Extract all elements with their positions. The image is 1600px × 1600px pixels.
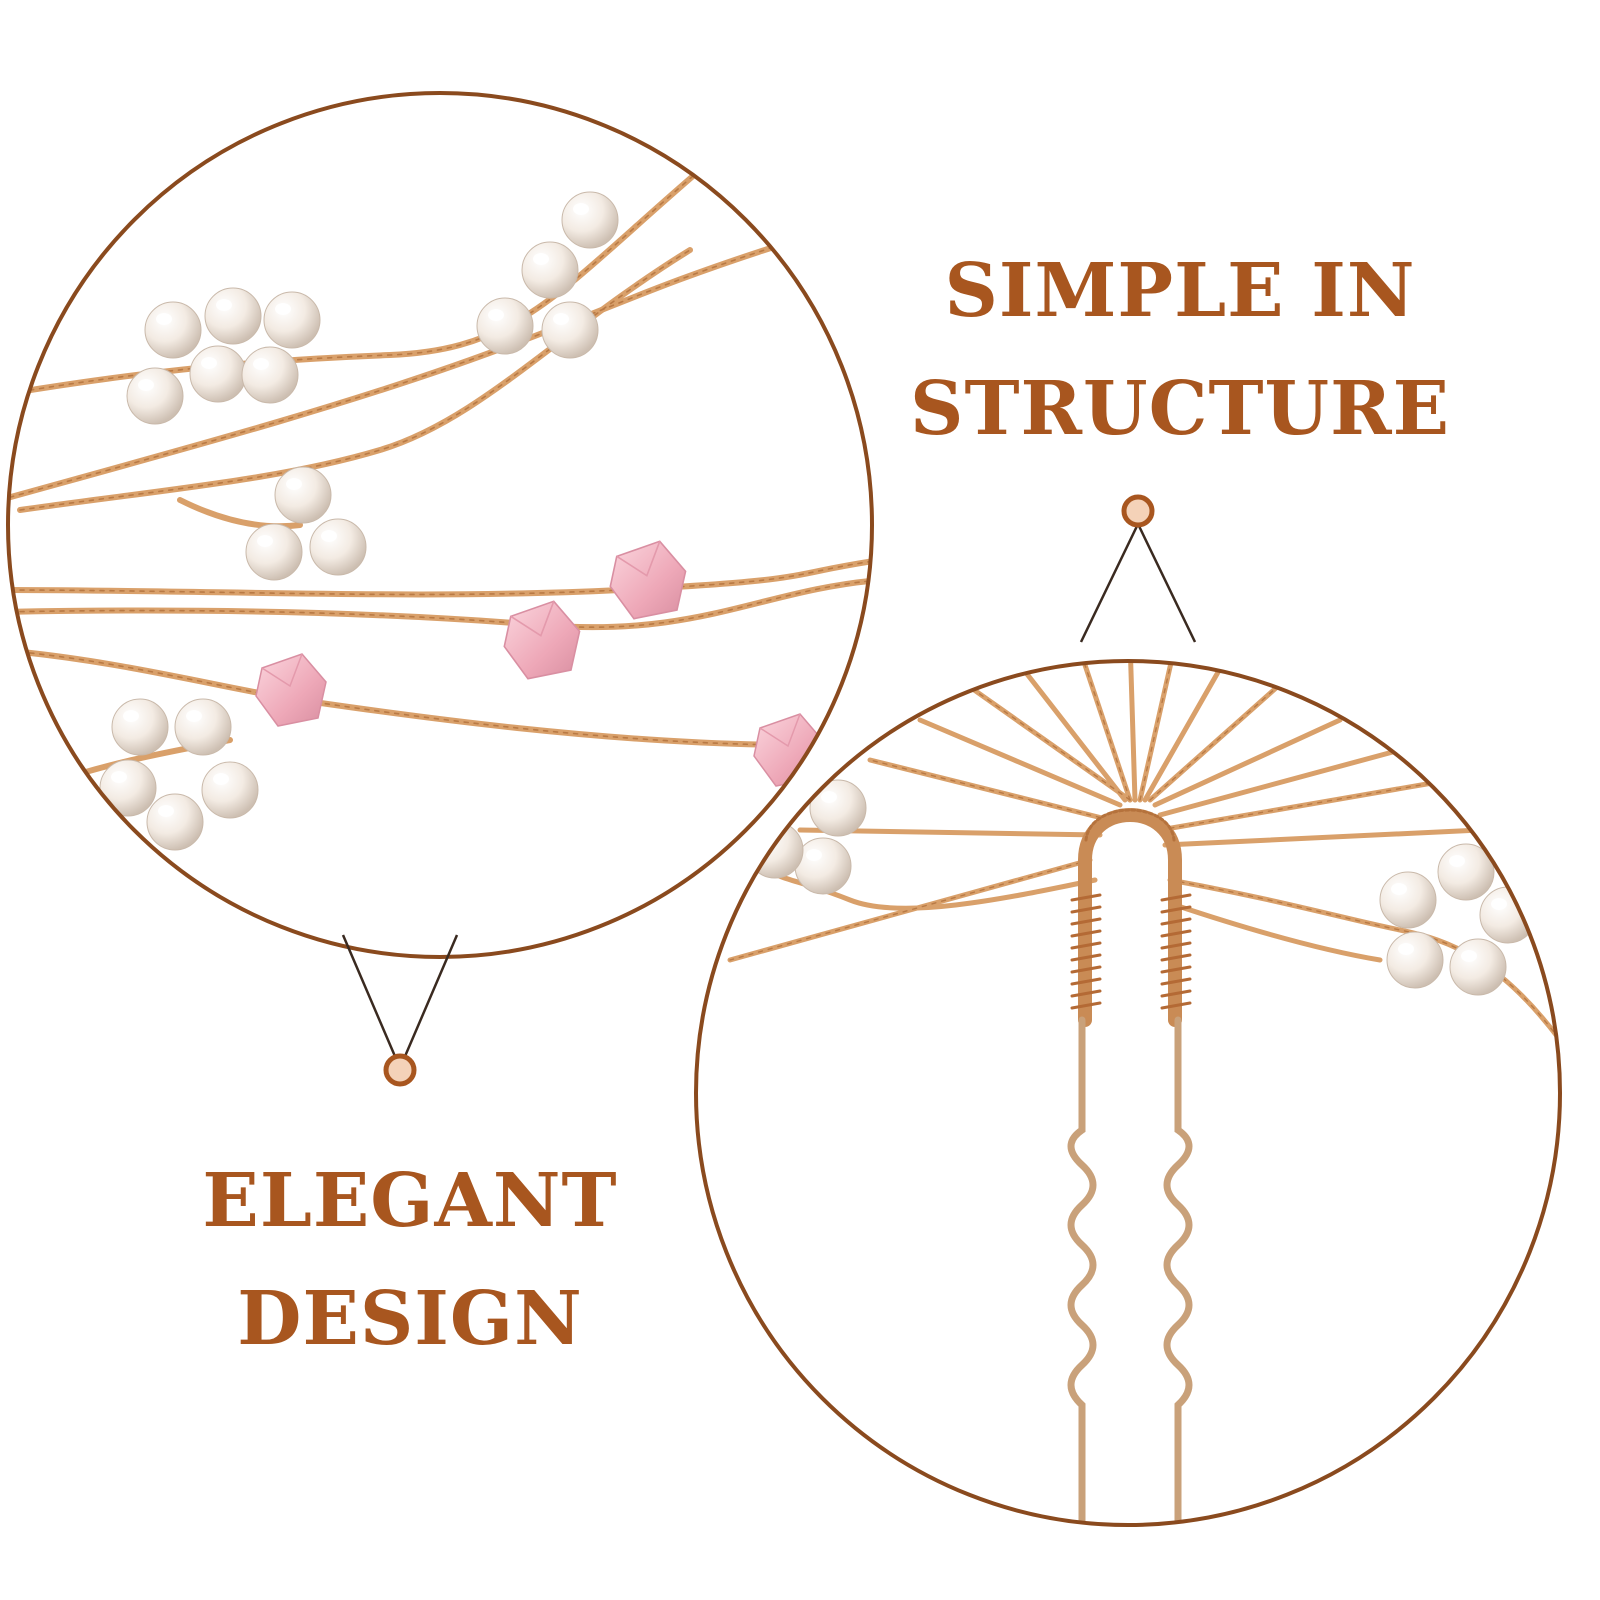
caption-line: DESIGN — [237, 1276, 583, 1362]
pearl-icon — [561, 191, 619, 249]
pearl-icon — [126, 367, 184, 425]
caption-line: SIMPLE IN — [944, 248, 1416, 334]
right-pointer — [1079, 494, 1197, 643]
left-detail-circle — [6, 91, 874, 959]
pearl-icon — [204, 287, 262, 345]
pearl-icon — [309, 518, 367, 576]
pearl-icon — [99, 759, 157, 817]
pearl-icon — [201, 761, 259, 819]
right-detail-circle — [694, 659, 1562, 1527]
caption-elegant-design: ELEGANT DESIGN — [160, 1142, 660, 1378]
pearl-icon — [189, 345, 247, 403]
caption-line: ELEGANT — [202, 1158, 618, 1244]
pearl-icon — [146, 793, 204, 851]
pearl-icon — [794, 837, 852, 895]
pearl-icon — [1379, 871, 1437, 929]
pearl-icon — [521, 241, 579, 299]
pearl-icon — [274, 466, 332, 524]
pearl-icon — [111, 698, 169, 756]
pearl-icon — [174, 698, 232, 756]
pearl-icon — [245, 523, 303, 581]
pin-icon — [1067, 808, 1193, 1525]
pearl-icon — [809, 779, 867, 837]
pearl-icon — [476, 297, 534, 355]
pearl-icon — [746, 821, 804, 879]
pearl-icon — [144, 301, 202, 359]
pearl-icon — [241, 346, 299, 404]
pearl-icon — [263, 291, 321, 349]
pearl-icon — [541, 301, 599, 359]
pearl-icon — [1479, 886, 1537, 944]
caption-line: STRUCTURE — [910, 366, 1450, 452]
caption-simple-structure: SIMPLE IN STRUCTURE — [880, 232, 1480, 468]
left-pointer — [341, 934, 459, 1087]
pearl-icon — [1386, 931, 1444, 989]
pearl-icon — [1449, 938, 1507, 996]
